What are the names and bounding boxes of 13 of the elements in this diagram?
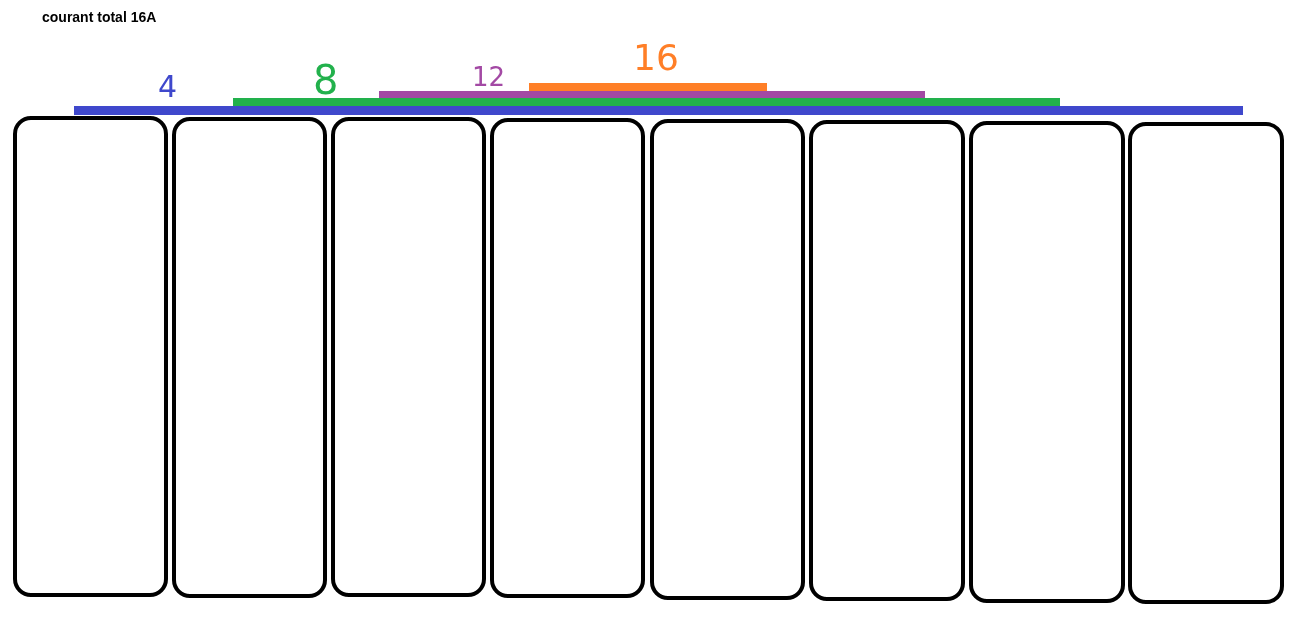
rounded-rectangle (331, 117, 486, 597)
current-value: 4 (158, 72, 178, 102)
current-value: 12 (472, 64, 506, 90)
rounded-rectangle (650, 119, 805, 600)
rounded-rectangle (1128, 122, 1284, 604)
current-value: 16 (633, 40, 679, 76)
current-value: 8 (313, 60, 339, 100)
rounded-rectangle (809, 120, 965, 601)
title: courant total 16A (42, 9, 157, 25)
rounded-rectangle (969, 121, 1125, 603)
rounded-rectangle (13, 116, 168, 597)
rounded-rectangle (172, 117, 327, 598)
rounded-rectangle (490, 118, 645, 598)
